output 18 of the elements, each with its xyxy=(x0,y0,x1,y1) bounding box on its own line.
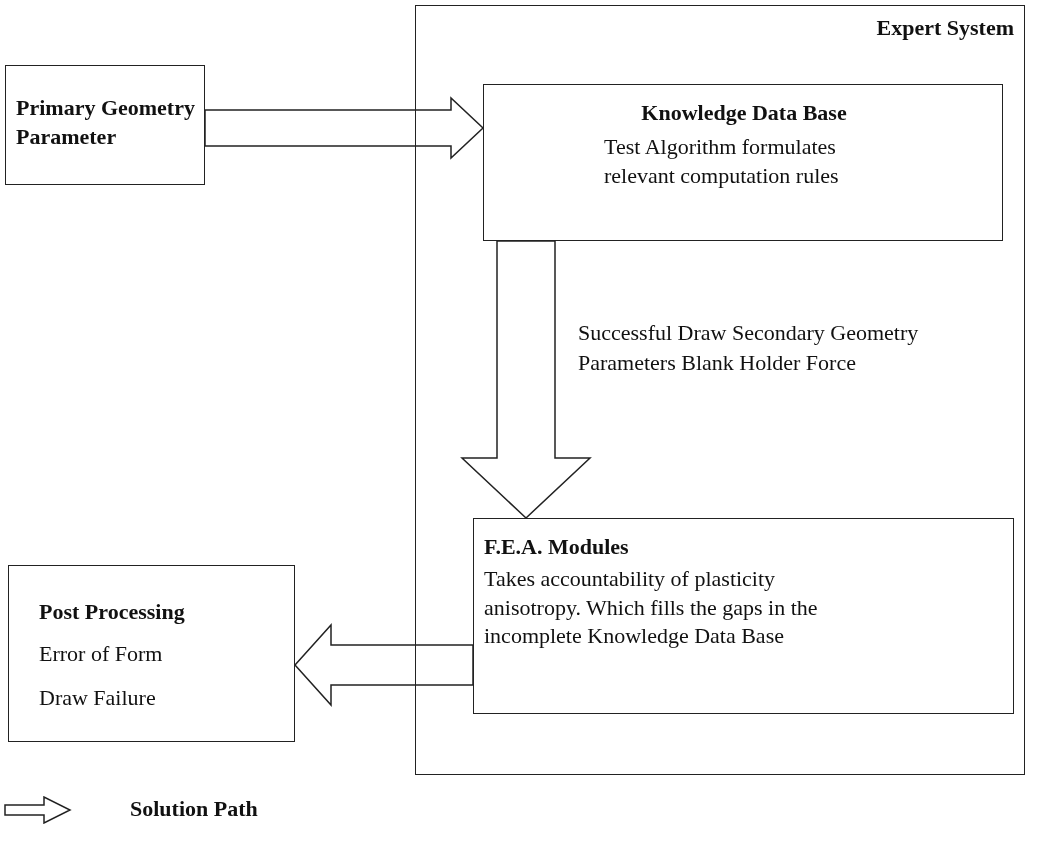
box-description: Takes accountability of plasticity anisotropy. Which fills the gaps in the incomplete Knowledge Data Base xyxy=(484,565,819,651)
process-box xyxy=(483,84,1003,241)
block-arrow xyxy=(460,240,592,520)
process-box xyxy=(473,518,1014,714)
box-heading: Post Processing xyxy=(39,598,186,626)
output-box xyxy=(8,565,295,742)
box-description: Test Algorithm formulates relevant computation rules xyxy=(604,133,840,190)
legend-label: Solution Path xyxy=(130,795,258,823)
box-heading: Primary Geometry Parameter xyxy=(16,94,196,151)
box-item: Error of Form xyxy=(39,640,164,668)
block-arrow xyxy=(204,96,485,160)
input-box xyxy=(5,65,205,185)
frame-heading: Expert System xyxy=(875,14,1014,42)
system-frame xyxy=(415,5,1025,775)
box-item: Draw Failure xyxy=(39,684,157,712)
box-heading: F.E.A. Modules xyxy=(484,533,630,561)
box-heading: Knowledge Data Base xyxy=(640,99,848,127)
block-arrow xyxy=(294,623,474,707)
